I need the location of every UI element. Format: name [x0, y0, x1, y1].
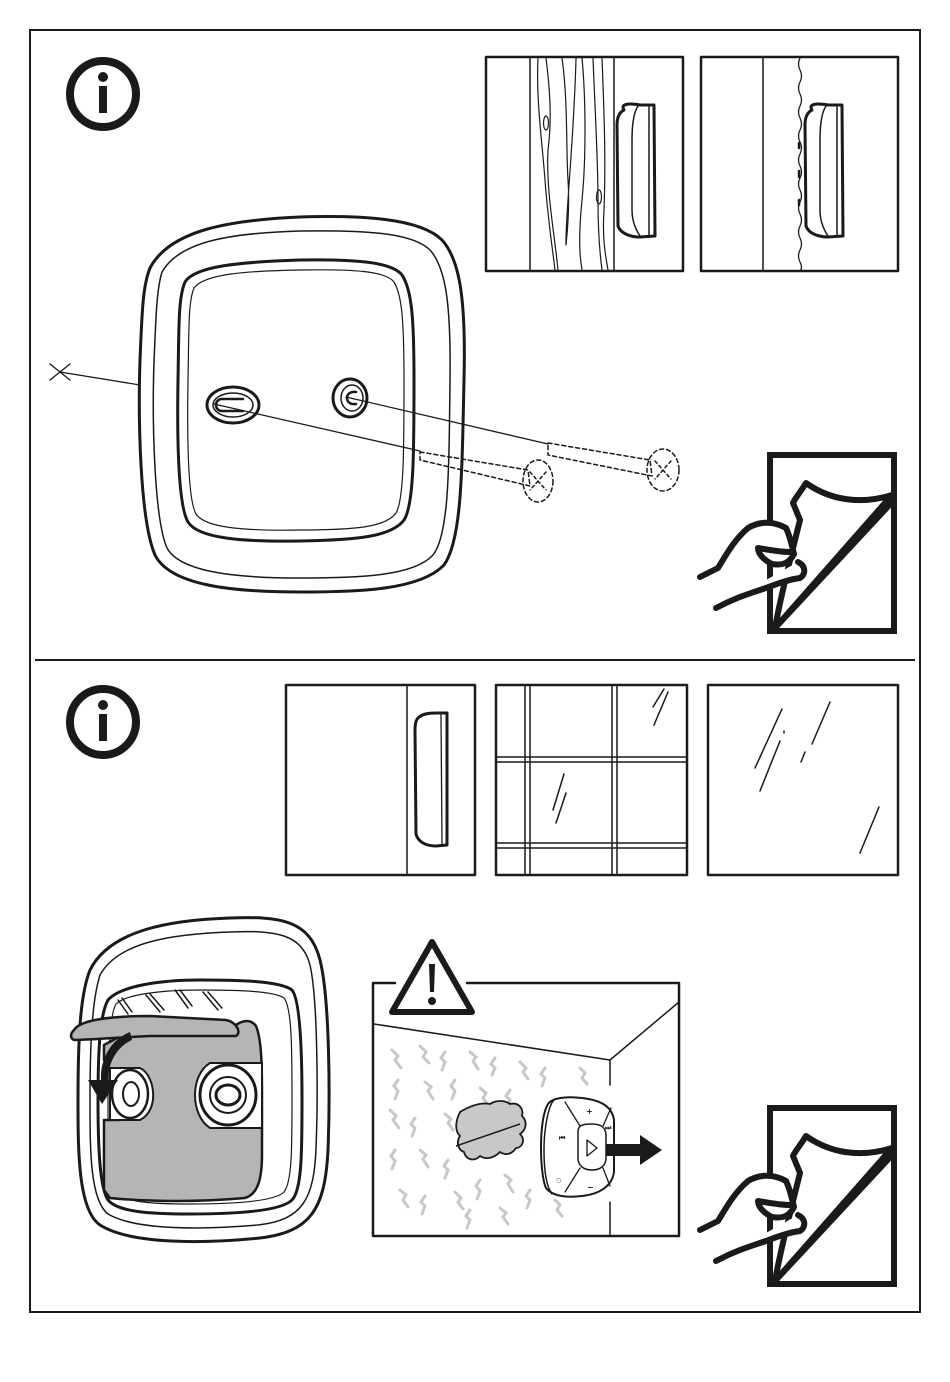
- glass-panel: [708, 685, 898, 875]
- leader-line: [50, 364, 140, 385]
- device-side-view: [805, 104, 843, 237]
- power-label: ○: [556, 1177, 561, 1184]
- next-label: ⏭: [605, 1124, 612, 1132]
- screw-hole-right-adhesive: [195, 1063, 262, 1128]
- warning-icon: [392, 942, 472, 1012]
- remote-button-labels: + − ⏮ ⏭ ○: [556, 1107, 612, 1192]
- device-side-view: [617, 104, 655, 237]
- info-icon: [70, 689, 136, 755]
- screw-right: [346, 397, 679, 491]
- peel-liner-icon: [700, 1108, 894, 1284]
- screw-hole-left-adhesive: [110, 1068, 153, 1120]
- smooth-wall-panel: [286, 685, 475, 875]
- adhesive-pad-torn: [456, 1101, 526, 1159]
- warning-panel: [373, 983, 679, 1236]
- remote-control-device: [541, 1097, 614, 1196]
- peel-liner-icon: [700, 455, 894, 631]
- tile-wall-panel: [496, 685, 687, 875]
- volume-down-label: −: [587, 1183, 594, 1192]
- volume-up-label: +: [586, 1107, 593, 1116]
- textured-wall-panel: [701, 57, 898, 271]
- previous-label: ⏮: [559, 1134, 566, 1142]
- screw-left: [214, 404, 553, 502]
- mount-plate: [139, 216, 464, 592]
- screw-hole-slot: [207, 387, 259, 423]
- info-icon: [70, 61, 136, 127]
